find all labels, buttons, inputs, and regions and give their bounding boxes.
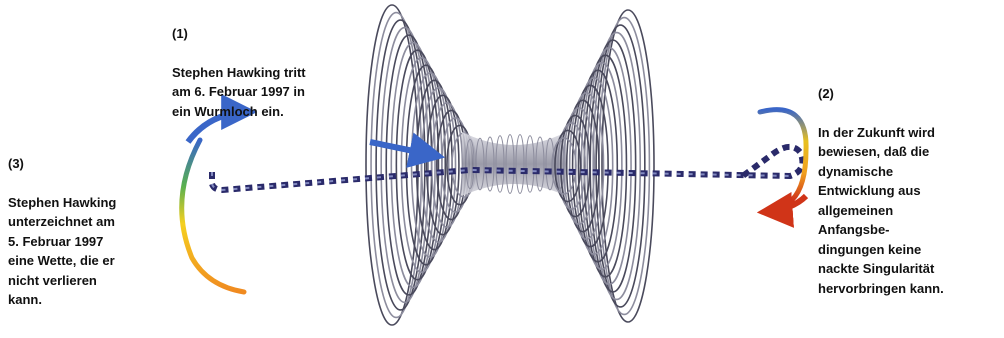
annotation-3-number: (3) (8, 154, 168, 174)
annotation-1: (1) Stephen Hawking tritt am 6. Februar … (172, 4, 372, 121)
wormhole-illustration (366, 5, 654, 325)
annotation-3-text: Stephen Hawking unterzeichnet am 5. Febr… (8, 195, 116, 308)
curved-arc-orange-icon (182, 140, 244, 292)
funnel-left (366, 5, 476, 325)
funnel-right-ring (599, 18, 649, 315)
curved-arc-blue-icon (760, 110, 806, 200)
annotation-2: (2) In der Zukunft wird bewiesen, daß di… (818, 64, 998, 298)
funnel-right (552, 10, 654, 322)
curved-arrow-red-icon (764, 196, 806, 212)
annotation-2-text: In der Zukunft wird bewiesen, daß die dy… (818, 125, 944, 296)
annotation-1-number: (1) (172, 24, 372, 44)
annotation-1-text: Stephen Hawking tritt am 6. Februar 1997… (172, 65, 306, 119)
annotation-2-number: (2) (818, 84, 998, 104)
annotation-3: (3) Stephen Hawking unterzeichnet am 5. … (8, 134, 168, 310)
